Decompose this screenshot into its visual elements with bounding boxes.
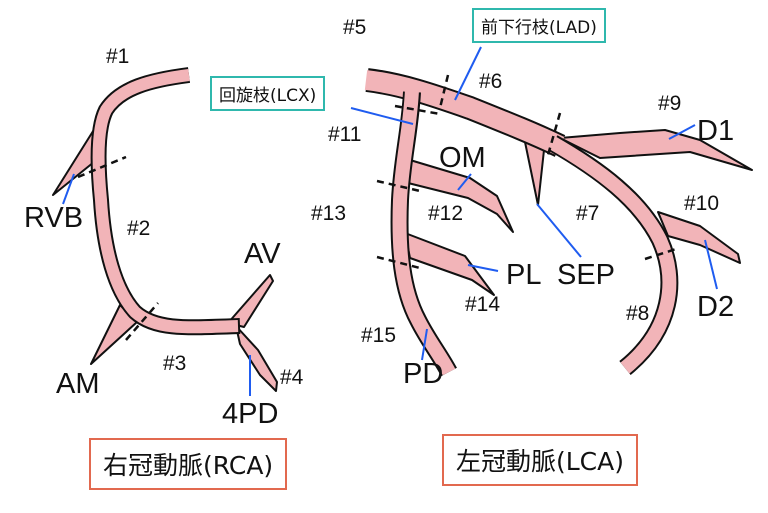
d1-branch (559, 129, 753, 171)
om-leader (457, 173, 472, 191)
seg7-8-boundary (644, 247, 677, 261)
pl-branch (404, 232, 495, 296)
label-seg2: #2 (127, 217, 150, 240)
lad-leader (454, 46, 482, 101)
label-seg10: #10 (684, 192, 719, 215)
rca-title: 右冠動脈(RCA) (89, 438, 288, 490)
seg5-6-boundary (438, 74, 450, 109)
label-rvb: RVB (24, 202, 83, 234)
om-branch (407, 159, 514, 233)
label-am: AM (56, 368, 100, 400)
label-seg6: #6 (479, 70, 502, 93)
label-av: AV (244, 238, 281, 270)
label-seg4: #4 (280, 366, 304, 389)
lcx (392, 89, 456, 376)
rca-vessels (52, 67, 278, 392)
label-seg9: #9 (658, 92, 681, 115)
label-sep: SEP (557, 259, 615, 291)
lca-title: 左冠動脈(LCA) (442, 434, 638, 486)
seg11-13-boundary (376, 179, 421, 193)
label-seg7: #7 (576, 202, 599, 225)
leader-lines (62, 46, 718, 396)
sep-branch (524, 141, 545, 206)
label-seg5: #5 (343, 16, 366, 39)
pd-leader (421, 328, 428, 361)
seg6-7-boundary (546, 112, 562, 156)
4pd-branch (235, 325, 278, 392)
label-seg8: #8 (626, 302, 649, 325)
label-seg11: #11 (328, 123, 361, 146)
label-4pd: 4PD (222, 398, 278, 430)
label-om: OM (439, 142, 486, 174)
label-seg1: #1 (106, 45, 129, 68)
label-seg3: #3 (163, 352, 186, 375)
rca-trunk (92, 69, 239, 334)
sep-leader (536, 203, 582, 258)
label-seg12: #12 (428, 202, 463, 225)
lad-callout: 前下行枝(LAD) (472, 8, 606, 43)
lcx-boundary (394, 104, 441, 116)
rvb-branch (52, 127, 96, 196)
label-pl: PL (506, 259, 541, 291)
lca-vessels (364, 68, 753, 377)
lm-lad (364, 70, 565, 156)
seg13-15-boundary (376, 255, 421, 270)
label-pd: PD (403, 358, 443, 390)
label-seg14: #14 (465, 293, 500, 316)
seg2-3-boundary (125, 302, 159, 341)
label-d2: D2 (697, 291, 734, 323)
d2-leader (704, 239, 718, 290)
label-d1: D1 (697, 115, 734, 147)
d1-leader (668, 124, 696, 140)
pl-leader (467, 264, 499, 272)
label-seg15: #15 (361, 324, 396, 347)
lcx-leader (350, 107, 414, 125)
lad-distal (547, 135, 677, 374)
lcx-callout: 回旋枝(LCX) (210, 76, 326, 111)
label-seg13: #13 (311, 202, 346, 225)
rvb-leader (62, 173, 75, 205)
rvb-boundary (77, 155, 127, 179)
